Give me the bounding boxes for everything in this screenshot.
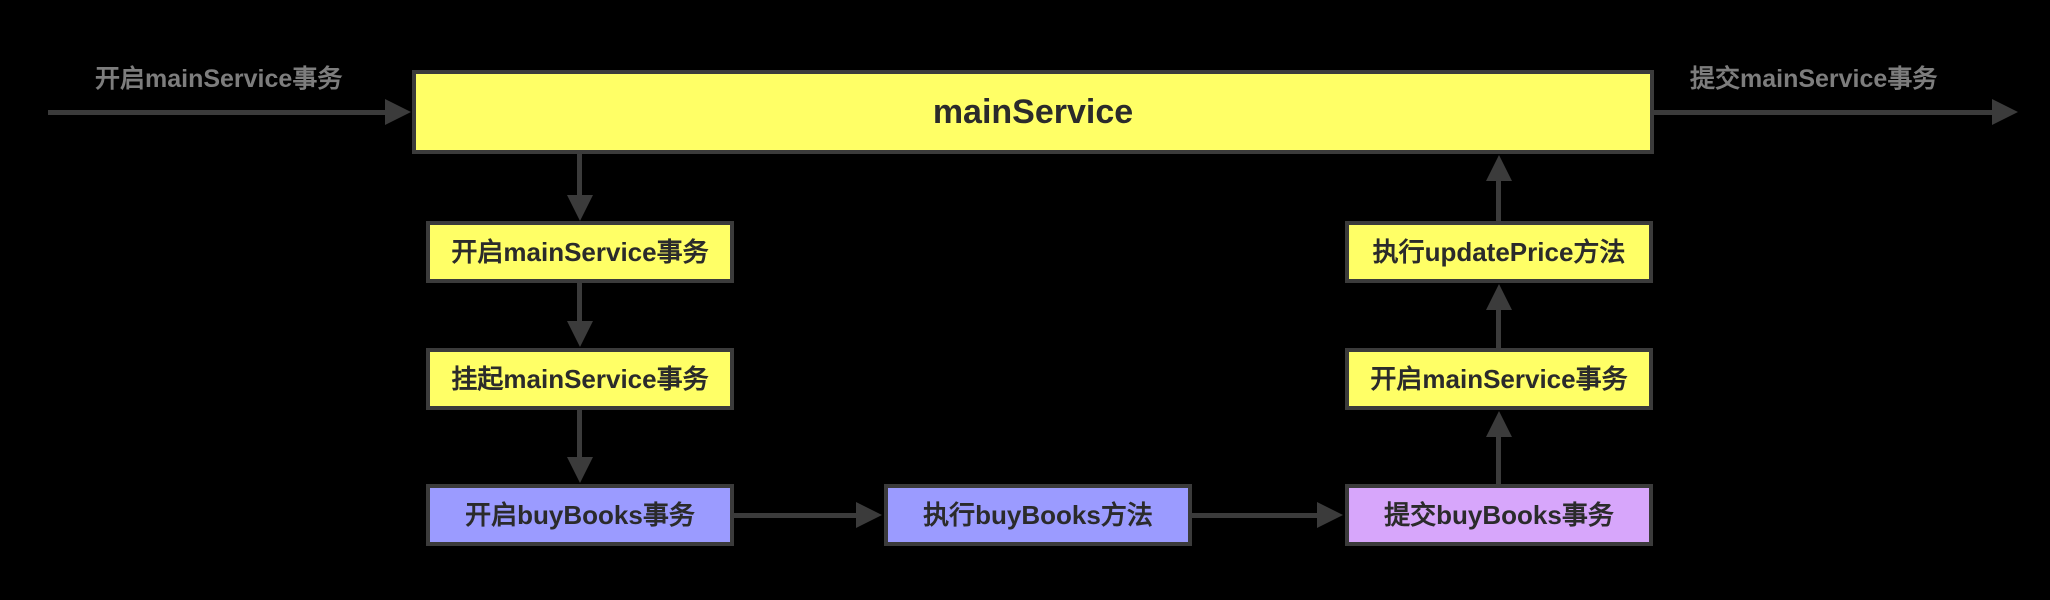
edge-left2-to-left3-line — [577, 410, 582, 458]
edge-right1-to-main-arrowhead-icon — [1486, 155, 1512, 181]
node-commit-buybooks-tx[interactable]: 提交buyBooks事务 — [1345, 484, 1653, 546]
edge-mid-to-right3-arrowhead-icon — [1317, 502, 1343, 528]
edge-right1-to-main-line — [1496, 180, 1501, 221]
edge-left1-to-left2-arrowhead-icon — [567, 321, 593, 347]
edge-left1-to-left2-line — [577, 283, 582, 323]
edge-exit-line — [1654, 110, 1994, 115]
edge-label-entry: 开启mainService事务 — [95, 65, 343, 93]
edge-right2-to-right1-line — [1496, 309, 1501, 348]
edge-main-to-left1-arrowhead-icon — [567, 195, 593, 221]
node-open-mainservice-tx-right[interactable]: 开启mainService事务 — [1345, 348, 1653, 410]
edge-left2-to-left3-arrowhead-icon — [567, 457, 593, 483]
node-execute-updateprice-method[interactable]: 执行updatePrice方法 — [1345, 221, 1653, 283]
edge-right2-to-right1-arrowhead-icon — [1486, 284, 1512, 310]
edge-label-exit: 提交mainService事务 — [1690, 65, 1938, 93]
edge-right3-to-right2-line — [1496, 436, 1501, 484]
node-execute-buybooks-method[interactable]: 执行buyBooks方法 — [884, 484, 1192, 546]
node-suspend-mainservice-tx[interactable]: 挂起mainService事务 — [426, 348, 734, 410]
node-open-buybooks-tx[interactable]: 开启buyBooks事务 — [426, 484, 734, 546]
node-main-service[interactable]: mainService — [412, 70, 1654, 154]
edge-entry-line — [48, 110, 388, 115]
edge-left3-to-mid-line — [734, 513, 858, 518]
node-open-mainservice-tx-left[interactable]: 开启mainService事务 — [426, 221, 734, 283]
edge-left3-to-mid-arrowhead-icon — [856, 502, 882, 528]
edge-exit-arrowhead-icon — [1992, 99, 2018, 125]
edge-entry-arrowhead-icon — [385, 99, 411, 125]
edge-right3-to-right2-arrowhead-icon — [1486, 411, 1512, 437]
edge-mid-to-right3-line — [1192, 513, 1319, 518]
edge-main-to-left1-line — [577, 154, 582, 199]
